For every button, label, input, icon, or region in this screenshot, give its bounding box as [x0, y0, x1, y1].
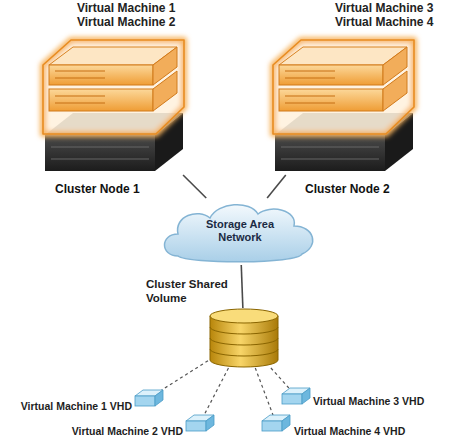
vhd-file: Virtual Machine 2 VHD	[186, 415, 214, 431]
network-link	[267, 175, 286, 198]
vm-list: Virtual Machine 3 Virtual Machine 4	[335, 1, 449, 30]
vm-list: Virtual Machine 1 Virtual Machine 2	[77, 1, 191, 30]
vhd-icon	[135, 390, 163, 406]
node-label: Virtual Machine 1 VHD	[21, 400, 132, 413]
node-label: Storage Area Network	[158, 218, 322, 244]
network-cloud: Storage Area Network	[158, 198, 322, 265]
node-label: Virtual Machine 4 VHD	[294, 425, 405, 438]
server-illustration	[265, 35, 420, 175]
node-label: Virtual Machine 2 VHD	[72, 425, 183, 438]
vhd-icon	[262, 415, 290, 431]
shared-volume: Cluster Shared Volume	[208, 308, 280, 368]
network-link	[183, 175, 206, 198]
dashed-link	[255, 368, 273, 415]
node-label: Cluster Node 2	[305, 182, 390, 196]
node-label: Cluster Node 1	[55, 182, 140, 196]
vhd-file: Virtual Machine 1 VHD	[135, 390, 163, 406]
node-label: Cluster Shared Volume	[146, 278, 236, 306]
dashed-link	[271, 368, 289, 388]
dashed-link	[162, 361, 208, 390]
node-label: Virtual Machine 3 VHD	[313, 395, 424, 408]
storage-cylinder	[208, 308, 280, 368]
vhd-file: Virtual Machine 3 VHD	[282, 388, 310, 404]
network-link	[241, 265, 243, 308]
vhd-icon	[186, 415, 214, 431]
vhd-icon	[282, 388, 310, 404]
vhd-file: Virtual Machine 4 VHD	[262, 415, 290, 431]
cluster-node: Virtual Machine 3 Virtual Machine 4Clust…	[265, 35, 420, 175]
cluster-node: Virtual Machine 1 Virtual Machine 2Clust…	[35, 35, 190, 175]
dashed-link	[204, 368, 228, 415]
server-illustration	[35, 35, 190, 175]
